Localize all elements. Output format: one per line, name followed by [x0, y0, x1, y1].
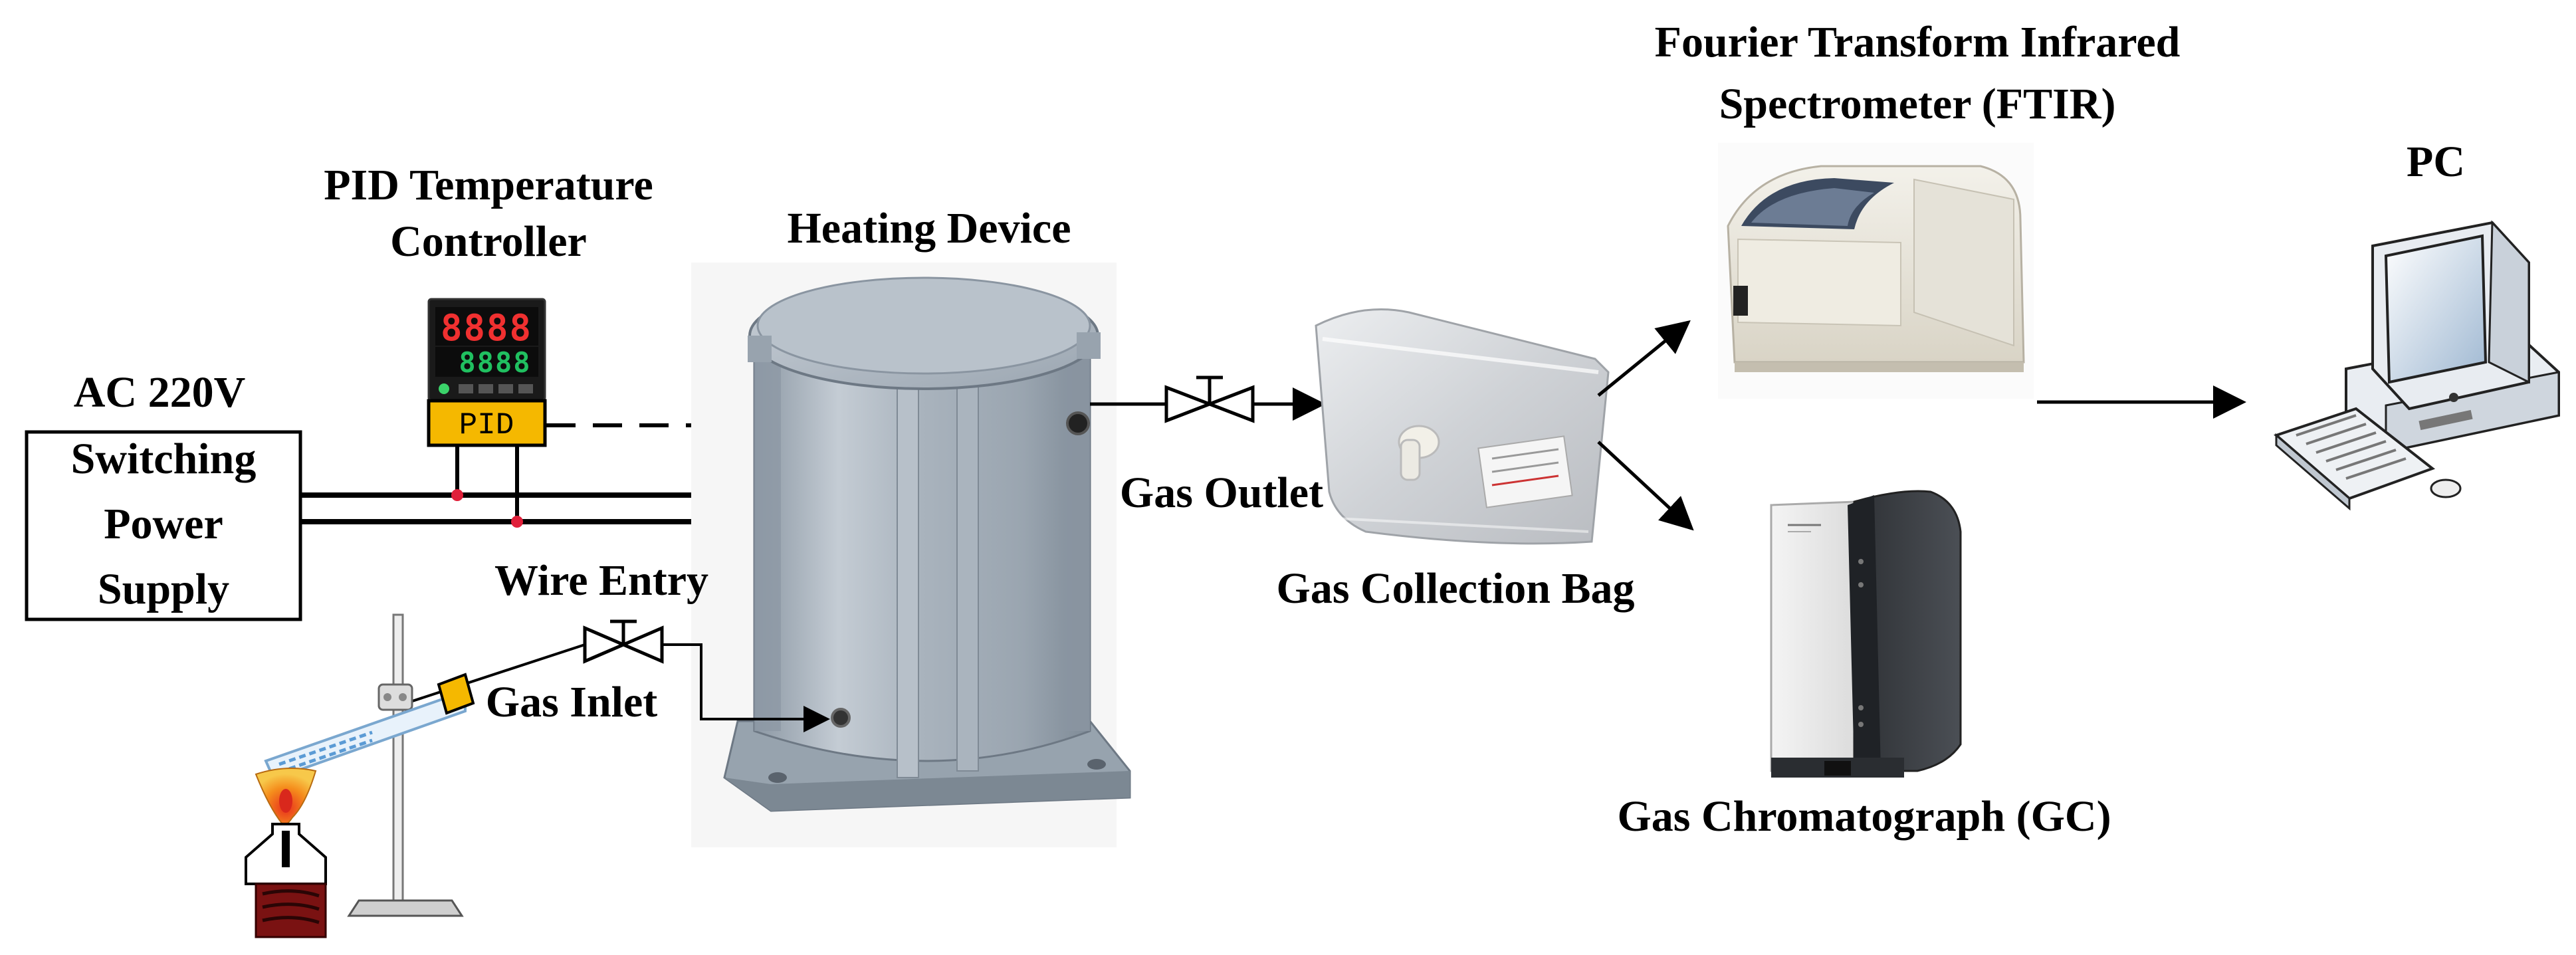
power-supply-label-line2: Power: [104, 500, 223, 548]
outlet-valve-icon: [1164, 375, 1255, 423]
pid-display-bottom: 8888: [459, 346, 531, 379]
power-supply: AC 220V Switching Power Supply: [25, 368, 302, 621]
ftir-label-line1: Fourier Transform Infrared: [1655, 18, 2181, 66]
gas-outlet-port: [1066, 411, 1090, 435]
heating-device-label: Heating Device: [787, 204, 1071, 253]
pid-keypad: [439, 383, 533, 394]
burner-apparatus: [245, 613, 475, 938]
power-supply-label-line3: Supply: [98, 565, 229, 613]
arrow-bag-to-gc: [1597, 441, 1694, 531]
gas-inlet-port: [831, 708, 851, 728]
wire-junction-dot: [511, 516, 523, 528]
pid-display-top: 8888: [441, 307, 532, 349]
wire-junction-dot: [451, 489, 463, 501]
power-supply-voltage-label: AC 220V: [74, 368, 246, 417]
power-supply-label-line1: Switching: [71, 435, 257, 483]
gas-outlet-label: Gas Outlet: [1120, 469, 1323, 517]
gas-collection-bag-label: Gas Collection Bag: [1277, 564, 1635, 613]
arrow-bag-to-ftir: [1597, 320, 1691, 397]
pid-badge-label: PID: [459, 408, 514, 443]
pid-badge: [427, 399, 547, 447]
power-supply-box: [25, 430, 302, 621]
pid-label-line2: Controller: [390, 217, 587, 266]
mouse-icon: [2430, 478, 2462, 498]
gas-collection-bag: Gas Collection Bag: [1277, 308, 1635, 613]
pc-label: PC: [2407, 138, 2465, 186]
pid-controller: PID Temperature Controller 8888 8888 PID: [324, 161, 653, 447]
gas-inlet-label: Gas Inlet: [486, 678, 658, 726]
pc-computer-icon: PC: [2274, 138, 2560, 511]
tube-stopper: [437, 673, 475, 715]
gc-instrument: Gas Chromatograph (GC): [1617, 490, 2111, 841]
ftir-label-line2: Spectrometer (FTIR): [1719, 80, 2116, 128]
gas-inlet-line: Wire Entry Gas Inlet: [401, 556, 830, 732]
pid-label-line1: PID Temperature: [324, 161, 653, 209]
inlet-valve-icon: [583, 619, 664, 664]
heating-device: Heating Device: [691, 204, 1131, 847]
gc-label: Gas Chromatograph (GC): [1617, 792, 2111, 841]
wire-entry-label: Wire Entry: [494, 556, 708, 605]
ftir-instrument: Fourier Transform Infrared Spectrometer …: [1655, 18, 2181, 399]
gas-outlet-line: Gas Outlet: [1090, 375, 1326, 517]
